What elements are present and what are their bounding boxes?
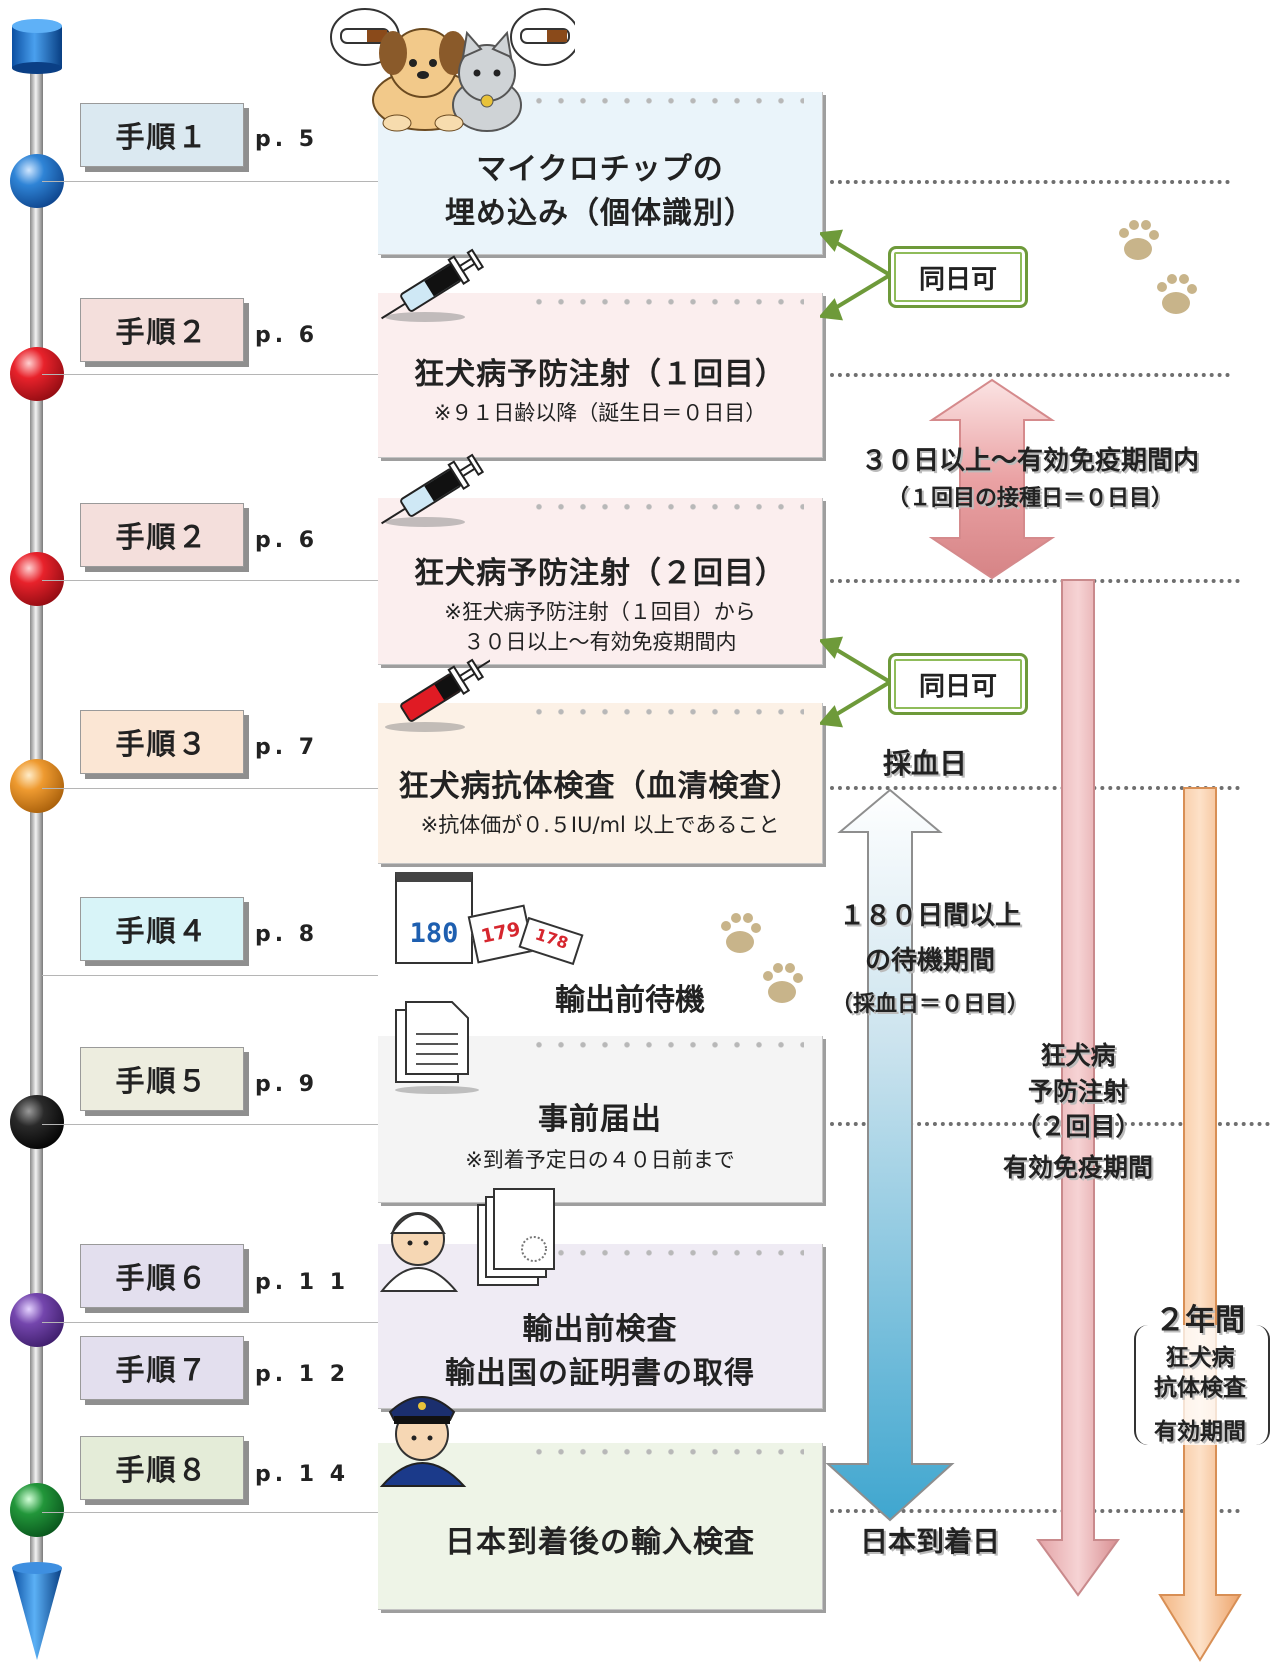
step-label: 手順６	[80, 1244, 244, 1308]
step-label: 手順２	[80, 298, 244, 362]
wait-period-note: （採血日＝０日目）	[830, 992, 1029, 1017]
wait-period-label: の待機期間	[864, 946, 995, 976]
timeline-ball-purple	[10, 1293, 64, 1347]
blood-sampling-day-label: 採血日	[882, 747, 967, 780]
connector-line	[42, 181, 378, 182]
timeline-ball-red	[10, 552, 64, 606]
step-label: 手順２	[80, 503, 244, 567]
dotted-line	[830, 579, 1240, 583]
vaccine-validity-label: 予防注射	[1027, 1077, 1128, 1106]
vaccine-validity-label: （２回目）	[1015, 1112, 1141, 1141]
connector-line	[42, 580, 378, 581]
interval-note: （１回目の接種日＝０日目）	[886, 486, 1173, 511]
same-day-badge: 同日可	[888, 246, 1028, 308]
step-label: 手順１	[80, 103, 244, 167]
page-ref: p. 1 2	[255, 1362, 350, 1387]
card-title: 狂犬病抗体検査（血清検査）	[398, 769, 802, 804]
wait-period-label: １８０日間以上	[838, 901, 1021, 931]
vaccine-validity-label: 狂犬病	[1040, 1041, 1116, 1070]
interval-label: ３０日以上～有効免疫期間内	[860, 446, 1199, 476]
arrival-day-label: 日本到着日	[859, 1525, 1000, 1558]
connector-line	[42, 1322, 378, 1323]
connector-line	[42, 975, 378, 976]
card-title: 狂犬病予防注射（１回目）	[414, 357, 786, 392]
card-microchip: マイクロチップの 埋め込み（個体識別）	[378, 92, 823, 255]
card-title: 事前届出	[538, 1102, 662, 1137]
dotted-line	[830, 1509, 1240, 1513]
antibody-validity-label: 狂犬病	[1165, 1345, 1235, 1371]
page-ref: p. 6	[255, 528, 319, 553]
timeline-ball-green	[10, 1483, 64, 1537]
period-arrows	[820, 229, 1242, 1662]
paw-print-icon	[721, 913, 803, 1003]
page-ref: p. 5	[255, 127, 319, 152]
card-title: 狂犬病予防注射（２回目）	[414, 556, 786, 591]
card-note: ※９１日齢以降（誕生日＝０日目）	[433, 401, 767, 425]
page-ref: p. 1 1	[255, 1270, 350, 1295]
dotted-line	[830, 373, 1230, 377]
antibody-validity-bracket	[1134, 1325, 1270, 1445]
calendar-number: 178	[532, 924, 571, 953]
syringe-icon	[381, 453, 485, 527]
dog-cat-illustration	[330, 8, 575, 132]
card-rabies-vaccination-2: 狂犬病予防注射（２回目） ※狂犬病予防注射（１回目）から ３０日以上～有効免疫期…	[378, 498, 823, 665]
timeline	[10, 19, 64, 1660]
calendar-number: 180	[409, 918, 459, 949]
calendar-page-icon: 178	[518, 916, 584, 966]
timeline-ball-black	[10, 1095, 64, 1149]
step-label: 手順７	[80, 1336, 244, 1400]
blood-syringe-icon	[385, 655, 490, 732]
card-note: ※到着予定日の４０日前まで	[465, 1148, 735, 1172]
timeline-ball-blue	[10, 154, 64, 208]
timeline-ball-orange	[10, 759, 64, 813]
inspector-certificate-illustration	[379, 1188, 555, 1292]
paw-print-icon	[1119, 220, 1197, 314]
quarantine-officer-illustration	[379, 1396, 467, 1487]
calendar-icon: 180	[395, 872, 473, 964]
dotted-line	[830, 786, 1240, 790]
timeline-ball-red	[10, 347, 64, 401]
card-title: 埋め込み（個体識別）	[445, 196, 755, 231]
antibody-validity-label: 抗体検査	[1154, 1375, 1246, 1401]
page-ref: p. 1 4	[255, 1462, 350, 1487]
card-rabies-vaccination-1: 狂犬病予防注射（１回目） ※９１日齢以降（誕生日＝０日目）	[378, 293, 823, 458]
dotted-line	[830, 180, 1230, 184]
connector-line	[42, 1124, 378, 1125]
antibody-validity-label: 有効期間	[1154, 1419, 1246, 1445]
syringe-icon	[381, 248, 485, 322]
page-ref: p. 7	[255, 735, 319, 760]
same-day-badge: 同日可	[888, 653, 1028, 715]
step-label: 手順５	[80, 1047, 244, 1111]
card-pre-export-inspection: 輸出前検査 輸出国の証明書の取得	[378, 1244, 823, 1409]
card-note: ※抗体価が０.５IU/ml 以上であること	[420, 813, 780, 837]
page-ref: p. 9	[255, 1072, 319, 1097]
antibody-validity-label: ２年間	[1155, 1303, 1245, 1338]
page-ref: p. 6	[255, 323, 319, 348]
dotted-line	[830, 1122, 1270, 1126]
card-title: マイクロチップの	[476, 152, 724, 187]
card-title: 輸出国の証明書の取得	[445, 1356, 755, 1391]
step-label: 手順３	[80, 710, 244, 774]
card-title: 日本到着後の輸入検査	[445, 1525, 755, 1560]
connector-line	[42, 374, 378, 375]
vaccine-validity-label: 有効免疫期間	[1002, 1153, 1153, 1182]
connector-line	[42, 1512, 378, 1513]
card-title: 輸出前検査	[522, 1312, 678, 1347]
page-ref: p. 8	[255, 922, 319, 947]
card-note: ３０日以上～有効免疫期間内	[463, 630, 737, 654]
card-import-inspection: 日本到着後の輸入検査	[378, 1443, 823, 1610]
waiting-title: 輸出前待機	[555, 983, 705, 1018]
card-note: ※狂犬病予防注射（１回目）から	[444, 600, 756, 624]
connector-line	[42, 788, 378, 789]
document-icon	[395, 1001, 479, 1094]
step-label: 手順４	[80, 897, 244, 961]
step-label: 手順８	[80, 1436, 244, 1500]
